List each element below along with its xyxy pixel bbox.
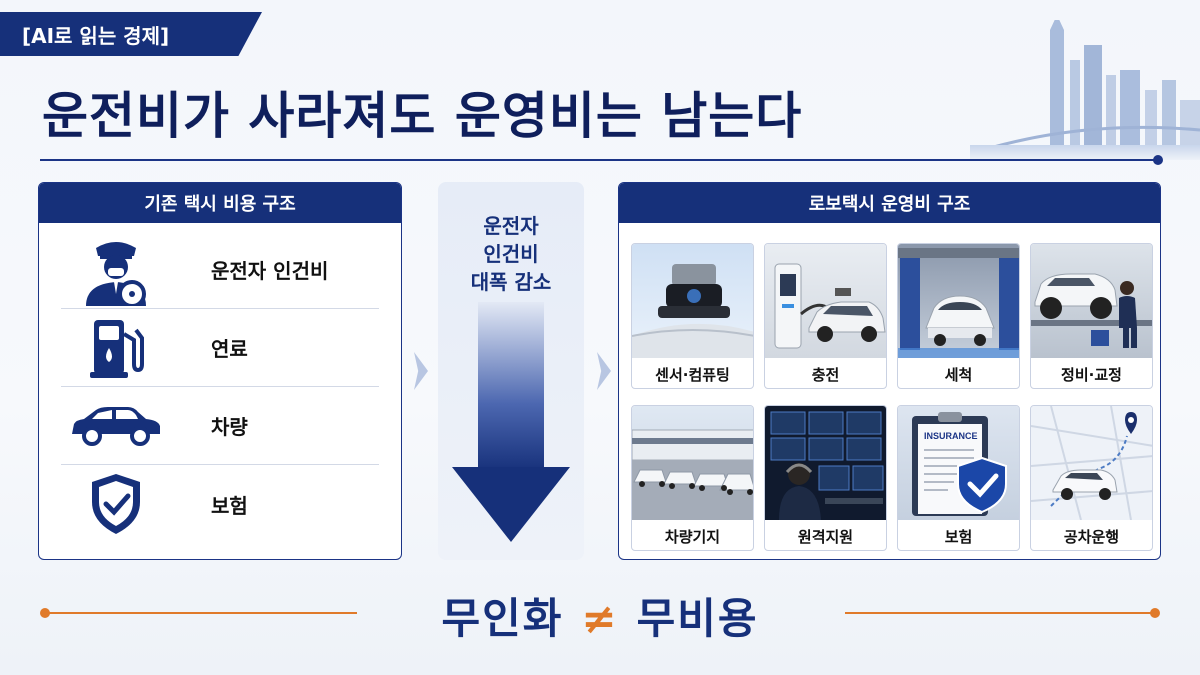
reduction-line-1: 운전자 bbox=[483, 214, 539, 238]
cost-item-insurance: 보험 bbox=[61, 465, 379, 543]
cost-card-sensor-computing: 센서·컴퓨팅 bbox=[631, 243, 754, 389]
legacy-taxi-cost-panel: 기존 택시 비용 구조 운전자 인건비 bbox=[38, 182, 402, 560]
cost-card-empty-driving: 공차운행 bbox=[1030, 405, 1153, 551]
cost-label-vehicle: 차량 bbox=[211, 415, 248, 439]
lidar-sensor-photo bbox=[632, 244, 753, 358]
cost-item-driver: 운전자 인건비 bbox=[61, 231, 379, 309]
bottom-line-left bbox=[45, 612, 357, 614]
shield-check-icon bbox=[92, 474, 140, 534]
driver-cost-reduction-column: 운전자 인건비 대폭 감소 bbox=[438, 182, 584, 560]
car-icon bbox=[72, 406, 160, 446]
cost-card-remote-support: 원격지원 bbox=[764, 405, 887, 551]
insurance-document-text: INSURANCE bbox=[924, 431, 978, 441]
legacy-panel-heading: 기존 택시 비용 구조 bbox=[39, 183, 401, 223]
maintenance-photo bbox=[1031, 244, 1152, 358]
section-tag: [AI로 읽는 경제] bbox=[0, 12, 262, 56]
chevron-right-icon bbox=[597, 352, 611, 390]
conclusion-left: 무인화 bbox=[441, 594, 564, 643]
card-label-charging: 충전 bbox=[811, 365, 840, 384]
remote-ops-photo bbox=[765, 406, 886, 520]
reduction-line-3: 대폭 감소 bbox=[470, 270, 552, 294]
ev-charging-photo bbox=[765, 244, 886, 358]
conclusion-right: 무비용 bbox=[636, 594, 759, 643]
map-route-photo bbox=[1031, 406, 1152, 520]
cost-label-fuel: 연료 bbox=[211, 337, 248, 361]
cost-label-driver: 운전자 인건비 bbox=[211, 259, 329, 283]
bottom-line-dot-right bbox=[1150, 608, 1160, 618]
card-label-insurance: 보험 bbox=[944, 527, 973, 546]
robotaxi-cost-panel: 로보택시 운영비 구조 센서·컴퓨팅 bbox=[618, 182, 1161, 560]
cost-label-insurance: 보험 bbox=[211, 493, 248, 518]
page-title: 운전비가 사라져도 운영비는 남는다 bbox=[42, 87, 803, 145]
card-label-remote-support: 원격지원 bbox=[797, 527, 854, 546]
cost-card-insurance: INSURANCE 보험 bbox=[897, 405, 1020, 551]
title-divider bbox=[40, 159, 1158, 161]
title-divider-dot bbox=[1153, 155, 1163, 165]
bottom-line-right bbox=[845, 612, 1155, 614]
card-label-sensor-computing: 센서·컴퓨팅 bbox=[655, 365, 730, 384]
fuel-pump-icon bbox=[90, 319, 144, 378]
insurance-photo: INSURANCE bbox=[898, 406, 1019, 520]
cost-item-fuel: 연료 bbox=[61, 309, 379, 387]
conclusion-banner: 무인화 ≠ 무비용 bbox=[0, 585, 1200, 646]
cost-card-washing: 세척 bbox=[897, 243, 1020, 389]
cost-card-maintenance: 정비·교정 bbox=[1030, 243, 1153, 389]
cost-card-charging: 충전 bbox=[764, 243, 887, 389]
robotaxi-panel-heading: 로보택시 운영비 구조 bbox=[619, 183, 1160, 223]
chevron-right-icon bbox=[414, 352, 428, 390]
card-label-washing: 세척 bbox=[944, 365, 973, 384]
card-label-empty-driving: 공차운행 bbox=[1063, 527, 1120, 546]
depot-photo bbox=[632, 406, 753, 520]
card-label-maintenance: 정비·교정 bbox=[1061, 365, 1122, 384]
cost-item-vehicle: 차량 bbox=[61, 387, 379, 465]
card-label-depot: 차량기지 bbox=[664, 527, 721, 546]
cost-card-depot: 차량기지 bbox=[631, 405, 754, 551]
city-skyline-image bbox=[970, 20, 1200, 160]
car-wash-photo bbox=[898, 244, 1019, 358]
not-equal-symbol: ≠ bbox=[581, 594, 619, 643]
down-arrow-icon bbox=[452, 302, 570, 542]
reduction-line-2: 인건비 bbox=[483, 242, 539, 266]
driver-icon bbox=[86, 241, 146, 306]
